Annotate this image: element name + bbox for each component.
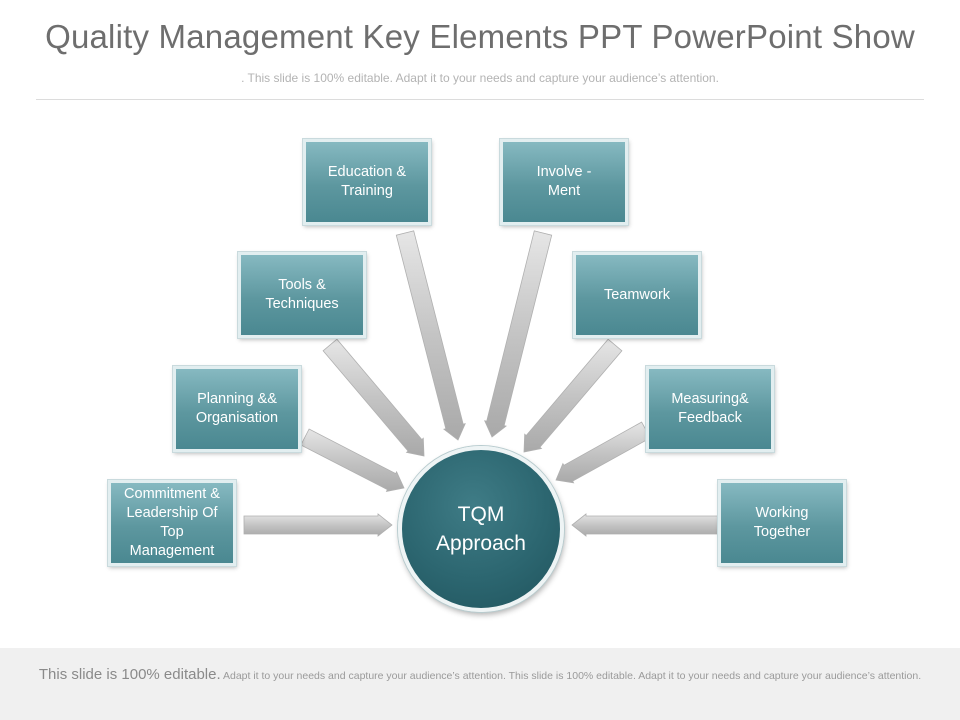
element-label: Education & Training bbox=[327, 164, 407, 199]
hub-tqm-approach[interactable]: TQM Approach bbox=[398, 446, 564, 612]
connector-arrow-8 bbox=[571, 513, 719, 537]
connector-arrow-2 bbox=[300, 428, 405, 492]
element-measuring-feedback[interactable]: Measuring& Feedback bbox=[646, 366, 774, 452]
footer-band bbox=[0, 648, 960, 720]
connector-arrow-5 bbox=[484, 230, 553, 438]
slide-title: Quality Management Key Elements PPT Powe… bbox=[45, 18, 915, 55]
element-teamwork[interactable]: Teamwork bbox=[573, 252, 701, 338]
connector-arrow-7 bbox=[555, 421, 651, 484]
element-commitment-leadership[interactable]: Commitment & Leadership Of Top Managemen… bbox=[108, 480, 236, 566]
element-label: Tools & Techniques bbox=[265, 277, 339, 312]
element-planning-organisation[interactable]: Planning && Organisation bbox=[173, 366, 301, 452]
element-label: Planning && Organisation bbox=[195, 391, 279, 426]
element-label: Commitment & Leadership Of Top Managemen… bbox=[124, 486, 220, 559]
element-label: Working Together bbox=[753, 505, 811, 540]
footer-note: This slide is 100% editable. Adapt it to… bbox=[36, 666, 924, 683]
element-label: Teamwork bbox=[603, 286, 671, 303]
element-working-together[interactable]: Working Together bbox=[718, 480, 846, 566]
footer-body: Adapt it to your needs and capture your … bbox=[220, 670, 922, 682]
element-education-training[interactable]: Education & Training bbox=[303, 139, 431, 225]
connector-arrow-1 bbox=[243, 513, 393, 537]
slide-subtitle: . This slide is 100% editable. Adapt it … bbox=[241, 71, 719, 85]
element-tools-techniques[interactable]: Tools & Techniques bbox=[238, 252, 366, 338]
connector-arrow-6 bbox=[523, 338, 623, 453]
element-label: Involve - Ment bbox=[536, 164, 592, 199]
footer-lead: This slide is 100% editable. bbox=[38, 666, 221, 683]
header-divider bbox=[36, 99, 924, 100]
element-label: Measuring& Feedback bbox=[671, 391, 749, 426]
element-involvement[interactable]: Involve - Ment bbox=[500, 139, 628, 225]
connector-arrow-4 bbox=[395, 230, 466, 441]
connector-arrow-3 bbox=[322, 338, 425, 457]
